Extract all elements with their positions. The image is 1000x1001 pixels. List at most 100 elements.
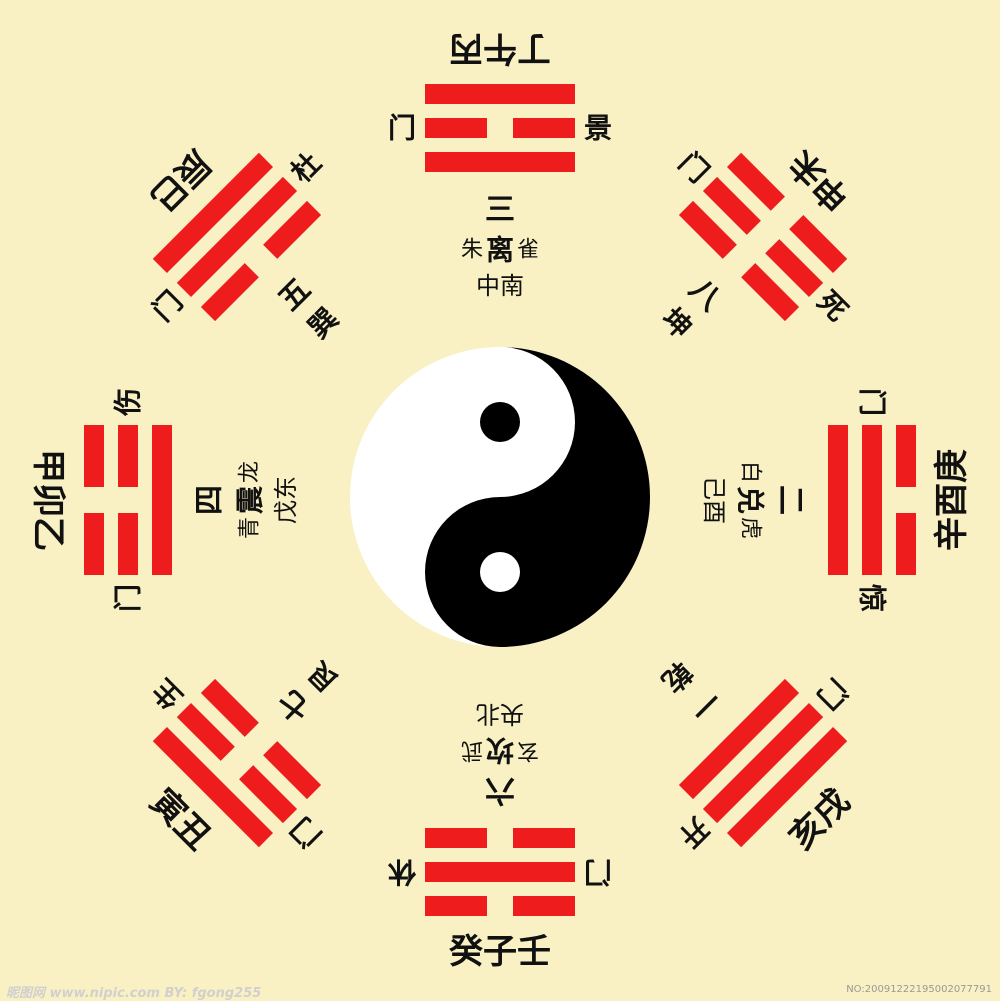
trigram-zhen bbox=[84, 425, 172, 575]
yang-line bbox=[425, 152, 575, 172]
trigram-name-tail: 龙 bbox=[238, 461, 263, 483]
watermark-right: NO:20091222195002077791 bbox=[846, 984, 992, 995]
yin-line-left bbox=[702, 176, 761, 235]
trigram-name-main: 坤 bbox=[655, 302, 698, 345]
yin-line-left bbox=[513, 896, 575, 916]
yin-line-right bbox=[789, 215, 848, 274]
palace-gen: 寅丑门生七艮 bbox=[142, 655, 345, 858]
trigram-name-tail: 虎 bbox=[738, 517, 763, 539]
direction-label: 央北 bbox=[476, 700, 524, 728]
yin-line-right bbox=[741, 263, 800, 322]
trigram-gen bbox=[152, 678, 322, 848]
trigram-name-tail: 雀 bbox=[517, 238, 539, 263]
trigram-name: 玄 bbox=[517, 738, 539, 763]
yin-line-left bbox=[425, 118, 487, 138]
stem-label: 癸子壬 bbox=[448, 932, 551, 972]
trigram-name: 朱 bbox=[461, 238, 483, 263]
yang-line bbox=[702, 702, 824, 824]
yin-line-right bbox=[513, 118, 575, 138]
trigram-qian bbox=[678, 678, 848, 848]
door-label-right: 开 bbox=[672, 811, 715, 854]
door-label-left: 门 bbox=[856, 388, 889, 416]
trigram-name-tail: 武 bbox=[461, 738, 483, 763]
yin-dot bbox=[480, 402, 520, 442]
yang-line bbox=[425, 84, 575, 104]
door-label-right: 死 bbox=[811, 285, 854, 328]
palace-number: 二 bbox=[773, 485, 808, 515]
yin-line-right bbox=[200, 678, 259, 737]
yang-line bbox=[152, 152, 274, 274]
trigram-name-main: 巽 bbox=[302, 302, 345, 345]
yin-line-right bbox=[263, 200, 322, 259]
direction-label: 中南 bbox=[476, 272, 524, 300]
door-label-left: 门 bbox=[112, 584, 145, 612]
yang-line bbox=[862, 425, 882, 575]
yin-line-left bbox=[726, 152, 785, 211]
palace-li: 丁午丙门 景三朱离雀中南 bbox=[388, 28, 612, 300]
door-label-right: 伤 bbox=[112, 388, 145, 417]
yang-line bbox=[176, 176, 298, 298]
yin-line-left bbox=[896, 425, 916, 487]
stem-label: 甲卯乙 bbox=[28, 449, 68, 551]
yin-line-left bbox=[678, 200, 737, 259]
yin-line-left bbox=[200, 263, 259, 322]
trigram-name-main: 离 bbox=[486, 234, 514, 267]
yin-line-right bbox=[765, 239, 824, 298]
yin-line-left bbox=[239, 765, 298, 824]
yin-line-right bbox=[84, 425, 104, 487]
door-label-left: 门 bbox=[672, 146, 715, 189]
yin-line-right bbox=[176, 702, 235, 761]
palace-number: 六 bbox=[485, 773, 515, 808]
trigram-name-main: 乾 bbox=[655, 655, 698, 698]
trigram-name-main: 坎 bbox=[486, 734, 514, 767]
trigram-name-main: 艮 bbox=[301, 655, 345, 699]
stem-label: 辛酉庚 bbox=[932, 449, 972, 551]
door-label-right: 休 bbox=[387, 856, 417, 889]
trigram-dui bbox=[828, 425, 916, 575]
yin-line-left bbox=[263, 741, 322, 800]
yang-dot bbox=[480, 552, 520, 592]
watermark-bar: 昵图网 www.nipic.com BY: fgong255 NO:200912… bbox=[0, 978, 1000, 1001]
yang-line bbox=[828, 425, 848, 575]
trigram-name-main: 震 bbox=[234, 485, 267, 514]
yin-yang-symbol bbox=[350, 347, 650, 647]
door-label-right: 惊 bbox=[856, 584, 889, 612]
stem-label: 申未 bbox=[781, 142, 857, 218]
yin-line-right bbox=[425, 828, 487, 848]
yang-line bbox=[152, 726, 274, 848]
trigram-kun bbox=[678, 152, 848, 322]
palace-number: 四 bbox=[193, 485, 228, 515]
door-label-left: 门 bbox=[146, 285, 189, 328]
yin-line-left bbox=[118, 513, 138, 575]
trigram-kan bbox=[425, 828, 575, 916]
stem-label: 丁午丙 bbox=[449, 28, 551, 68]
door-label-right: 景 bbox=[584, 112, 612, 145]
yin-line-left bbox=[84, 513, 104, 575]
direction-label: 戊东 bbox=[272, 476, 300, 524]
yang-line bbox=[425, 862, 575, 882]
trigram-name: 青 bbox=[238, 517, 263, 539]
watermark-left: 昵图网 www.nipic.com BY: fgong255 bbox=[6, 986, 262, 1001]
yin-line-right bbox=[118, 425, 138, 487]
yin-line-left bbox=[513, 828, 575, 848]
door-label-left: 门 bbox=[811, 672, 854, 715]
yin-line-right bbox=[425, 896, 487, 916]
door-label-right: 生 bbox=[146, 672, 189, 715]
trigram-xun bbox=[152, 152, 322, 322]
palace-number: 三 bbox=[485, 193, 515, 228]
yin-line-right bbox=[896, 513, 916, 575]
yang-line bbox=[152, 425, 172, 575]
yang-line bbox=[678, 678, 800, 800]
trigram-name: 白 bbox=[738, 461, 763, 483]
direction-label: 己酉 bbox=[700, 476, 728, 524]
door-label-left: 门 bbox=[285, 811, 328, 854]
door-label-left: 门 bbox=[584, 856, 612, 889]
door-label-left: 门 bbox=[388, 112, 416, 145]
